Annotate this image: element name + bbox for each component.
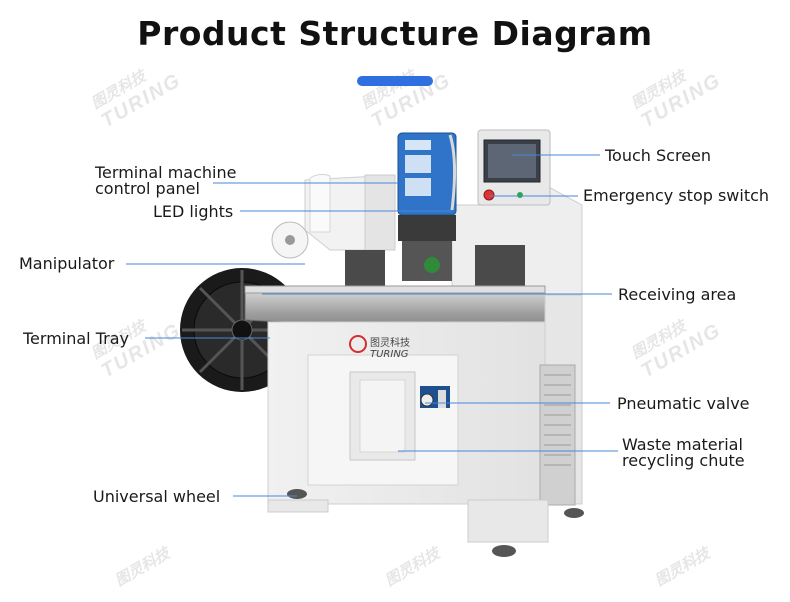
panel-display	[405, 140, 431, 150]
title-underline-accent	[357, 76, 433, 86]
label-led-lights: LED lights	[153, 202, 234, 221]
pressure-gauge	[420, 393, 434, 407]
left-mechanism	[345, 250, 385, 288]
machine-brand-logo	[349, 335, 367, 353]
label-terminal-control-panel-line2: control panel	[95, 179, 200, 198]
manipulator-arm	[309, 173, 331, 233]
side-cover	[364, 174, 396, 251]
press-head	[398, 215, 456, 241]
label-receiving-area: Receiving area	[618, 285, 737, 304]
touch-screen-display	[488, 144, 536, 178]
label-terminal-control-panel-line1: Terminal machine	[95, 163, 237, 182]
label-touch-screen: Touch Screen	[605, 146, 712, 165]
panel-readout	[405, 155, 431, 173]
label-emergency-stop-switch: Emergency stop switch	[583, 186, 770, 205]
label-terminal-tray: Terminal Tray	[23, 329, 129, 348]
label-terminal-control-panel: Terminal machine control panel	[95, 165, 236, 197]
panel-keys	[405, 178, 431, 196]
label-waste-chute-line1: Waste material	[622, 435, 743, 454]
leader-lines	[126, 154, 618, 497]
label-universal-wheel: Universal wheel	[93, 487, 221, 506]
green-fitting	[424, 257, 440, 273]
brand-cn: 图灵科技	[370, 338, 410, 349]
page-title: Product Structure Diagram	[137, 14, 653, 53]
label-waste-chute-line2: recycling chute	[622, 451, 745, 470]
right-mechanism	[475, 245, 525, 287]
universal-wheel	[287, 489, 307, 499]
terminal-tray-hub	[231, 319, 253, 341]
status-light	[517, 192, 523, 198]
brand-en: TURING	[370, 349, 409, 360]
label-manipulator: Manipulator	[19, 254, 115, 273]
wire-reel-hub	[285, 235, 295, 245]
valve-bowl	[438, 390, 446, 408]
waste-chute-window	[359, 379, 406, 453]
label-pneumatic-valve: Pneumatic valve	[617, 394, 750, 413]
worktop-edge	[244, 285, 546, 294]
label-waste-material-chute: Waste material recycling chute	[622, 437, 745, 469]
front-wheel	[492, 545, 516, 557]
front-leg	[467, 499, 549, 543]
side-grille-slots	[544, 374, 571, 466]
rear-wheel	[564, 508, 584, 518]
left-foot	[267, 499, 329, 513]
cable	[448, 134, 457, 211]
emergency-stop-button	[483, 189, 495, 201]
